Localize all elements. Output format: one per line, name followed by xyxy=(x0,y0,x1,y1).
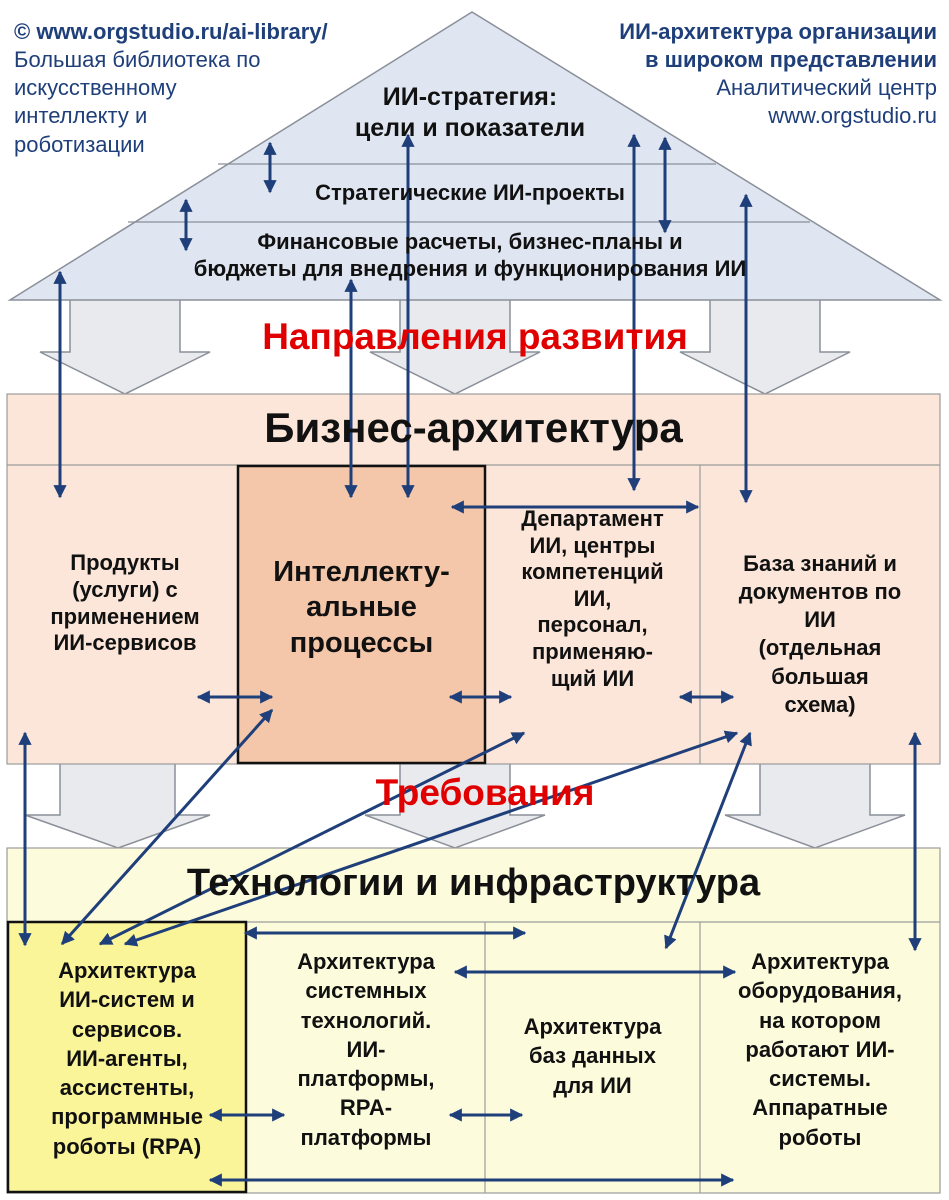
ai-systems-line-4: ИИ-агенты, xyxy=(66,1045,188,1071)
hardware-line-6: Аппаратные xyxy=(752,1095,888,1121)
knowledge-line-6: схема) xyxy=(784,691,856,717)
library-line-2: искусственному xyxy=(14,75,177,101)
system-tech-line-7: платформы xyxy=(300,1124,432,1150)
copyright-link[interactable]: © www.orgstudio.ru/ai-library/ xyxy=(14,19,328,44)
department-line-6: применяю- xyxy=(532,639,653,665)
analytic-center-line: Аналитический центр xyxy=(716,75,937,101)
processes-line-1: Интеллекту- xyxy=(273,556,450,588)
knowledge-line-4: (отдельная xyxy=(758,635,882,661)
databases-line-2: баз данных xyxy=(529,1043,656,1069)
intelligent-processes-cell: Интеллекту- альные процессы xyxy=(240,555,483,661)
heading-line-1: ИИ-архитектура организации xyxy=(619,19,937,44)
hardware-line-7: роботы xyxy=(778,1124,862,1150)
financial-plans-line-2: бюджеты для внедрения и функционирования… xyxy=(193,255,747,281)
department-line-4: ИИ, xyxy=(573,585,612,611)
ai-department-cell: Департамент ИИ, центры компетенций ИИ, п… xyxy=(490,506,695,692)
databases-cell: Архитектура баз данных для ИИ xyxy=(490,1012,695,1100)
department-line-3: компетенций xyxy=(521,559,664,585)
knowledge-line-3: ИИ xyxy=(804,607,836,633)
ai-systems-line-5: ассистенты, xyxy=(59,1075,195,1100)
hardware-cell: Архитектура оборудования, на котором раб… xyxy=(705,947,935,1152)
hardware-line-5: системы. xyxy=(769,1066,871,1091)
library-line-3: интеллекту и xyxy=(14,103,148,129)
hardware-line-4: работают ИИ- xyxy=(745,1036,895,1062)
ai-systems-line-6: программные xyxy=(51,1104,203,1130)
ai-systems-cell: Архитектура ИИ-систем и сервисов. ИИ-аге… xyxy=(12,956,242,1161)
strategic-ai-projects: Стратегические ИИ-проекты xyxy=(315,180,625,205)
databases-line-3: для ИИ xyxy=(553,1072,632,1098)
products-line-2: (услуги) с xyxy=(72,576,178,602)
system-tech-line-4: ИИ- xyxy=(346,1036,386,1062)
library-line-4: роботизации xyxy=(14,131,145,157)
department-line-2: ИИ, центры xyxy=(529,532,656,558)
heading-line-2: в широком представлении xyxy=(644,47,937,73)
department-line-1: Департамент xyxy=(521,506,664,531)
knowledge-base-cell: База знаний и документов по ИИ (отдельна… xyxy=(705,550,935,719)
products-line-4: ИИ-сервисов xyxy=(53,630,197,656)
system-tech-line-2: системных xyxy=(305,978,427,1004)
databases-line-1: Архитектура xyxy=(523,1014,662,1039)
system-tech-line-5: платформы, xyxy=(297,1066,435,1091)
ai-systems-line-7: роботы (RPA) xyxy=(52,1133,202,1159)
system-tech-line-3: технологий. xyxy=(300,1007,432,1033)
system-tech-line-6: RPA- xyxy=(339,1095,393,1121)
products-line-1: Продукты xyxy=(70,550,180,575)
ai-systems-line-2: ИИ-систем и xyxy=(59,987,195,1013)
system-tech-line-1: Архитектура xyxy=(297,949,435,974)
knowledge-line-5: большая xyxy=(771,663,869,689)
knowledge-line-2: документов по xyxy=(738,579,902,605)
products-cell: Продукты (услуги) с применением ИИ-серви… xyxy=(20,550,230,657)
business-architecture-title: Бизнес-архитектура xyxy=(264,404,683,451)
department-line-7: щий ИИ xyxy=(550,665,635,691)
financial-plans-line-1: Финансовые расчеты, бизнес-планы и xyxy=(257,229,683,254)
requirements-label: Требования xyxy=(375,772,595,813)
connector-arrows xyxy=(18,133,922,1187)
directions-label: Направления развития xyxy=(262,316,688,357)
ai-systems-line-1: Архитектура xyxy=(58,958,196,983)
ai-systems-line-3: сервисов. xyxy=(71,1016,183,1042)
library-line-1: Большая библиотека по xyxy=(14,47,261,73)
technology-title: Технологии и инфраструктура xyxy=(186,862,761,904)
library-credit: © www.orgstudio.ru/ai-library/ Большая б… xyxy=(14,18,328,159)
diagram-heading: ИИ-архитектура организации в широком пре… xyxy=(619,18,937,131)
knowledge-line-1: База знаний и xyxy=(743,551,897,576)
hardware-line-2: оборудования, xyxy=(738,978,902,1004)
processes-line-2: альные xyxy=(306,591,417,624)
hardware-line-3: на котором xyxy=(758,1007,882,1033)
department-line-5: персонал, xyxy=(537,612,648,638)
site-link[interactable]: www.orgstudio.ru xyxy=(768,103,937,129)
processes-line-3: процессы xyxy=(289,626,434,659)
products-line-3: применением xyxy=(50,603,200,629)
ai-strategy-line-1: ИИ-стратегия: xyxy=(382,83,558,111)
ai-strategy: ИИ-стратегия: цели и показатели xyxy=(300,82,640,143)
ai-strategy-line-2: цели и показатели xyxy=(354,113,586,142)
financial-plans: Финансовые расчеты, бизнес-планы и бюдже… xyxy=(100,229,840,283)
system-technologies-cell: Архитектура системных технологий. ИИ- пл… xyxy=(250,947,482,1152)
hardware-line-1: Архитектура xyxy=(751,949,889,974)
